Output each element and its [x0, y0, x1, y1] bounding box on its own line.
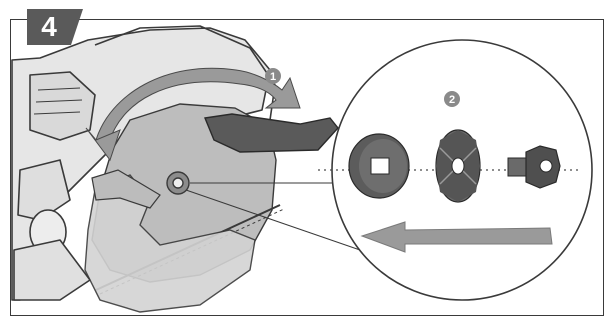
marker-1-label: 1 [270, 71, 276, 83]
arbor-hole [173, 178, 183, 188]
base-foot [14, 240, 90, 300]
marker-2-badge: 2 [444, 91, 460, 107]
step-badge-notch [71, 9, 83, 45]
blade-center-hole [452, 158, 464, 174]
outer-flange-part [349, 134, 409, 198]
marker-2-label: 2 [449, 94, 455, 106]
marker-1-badge: 1 [265, 68, 281, 84]
saw-blade-part [436, 130, 480, 202]
flange-square-hole [371, 158, 389, 174]
bolt-socket [540, 160, 552, 172]
detail-zoom-circle: 2 [318, 40, 592, 300]
step-number-badge: 4 [27, 9, 71, 45]
